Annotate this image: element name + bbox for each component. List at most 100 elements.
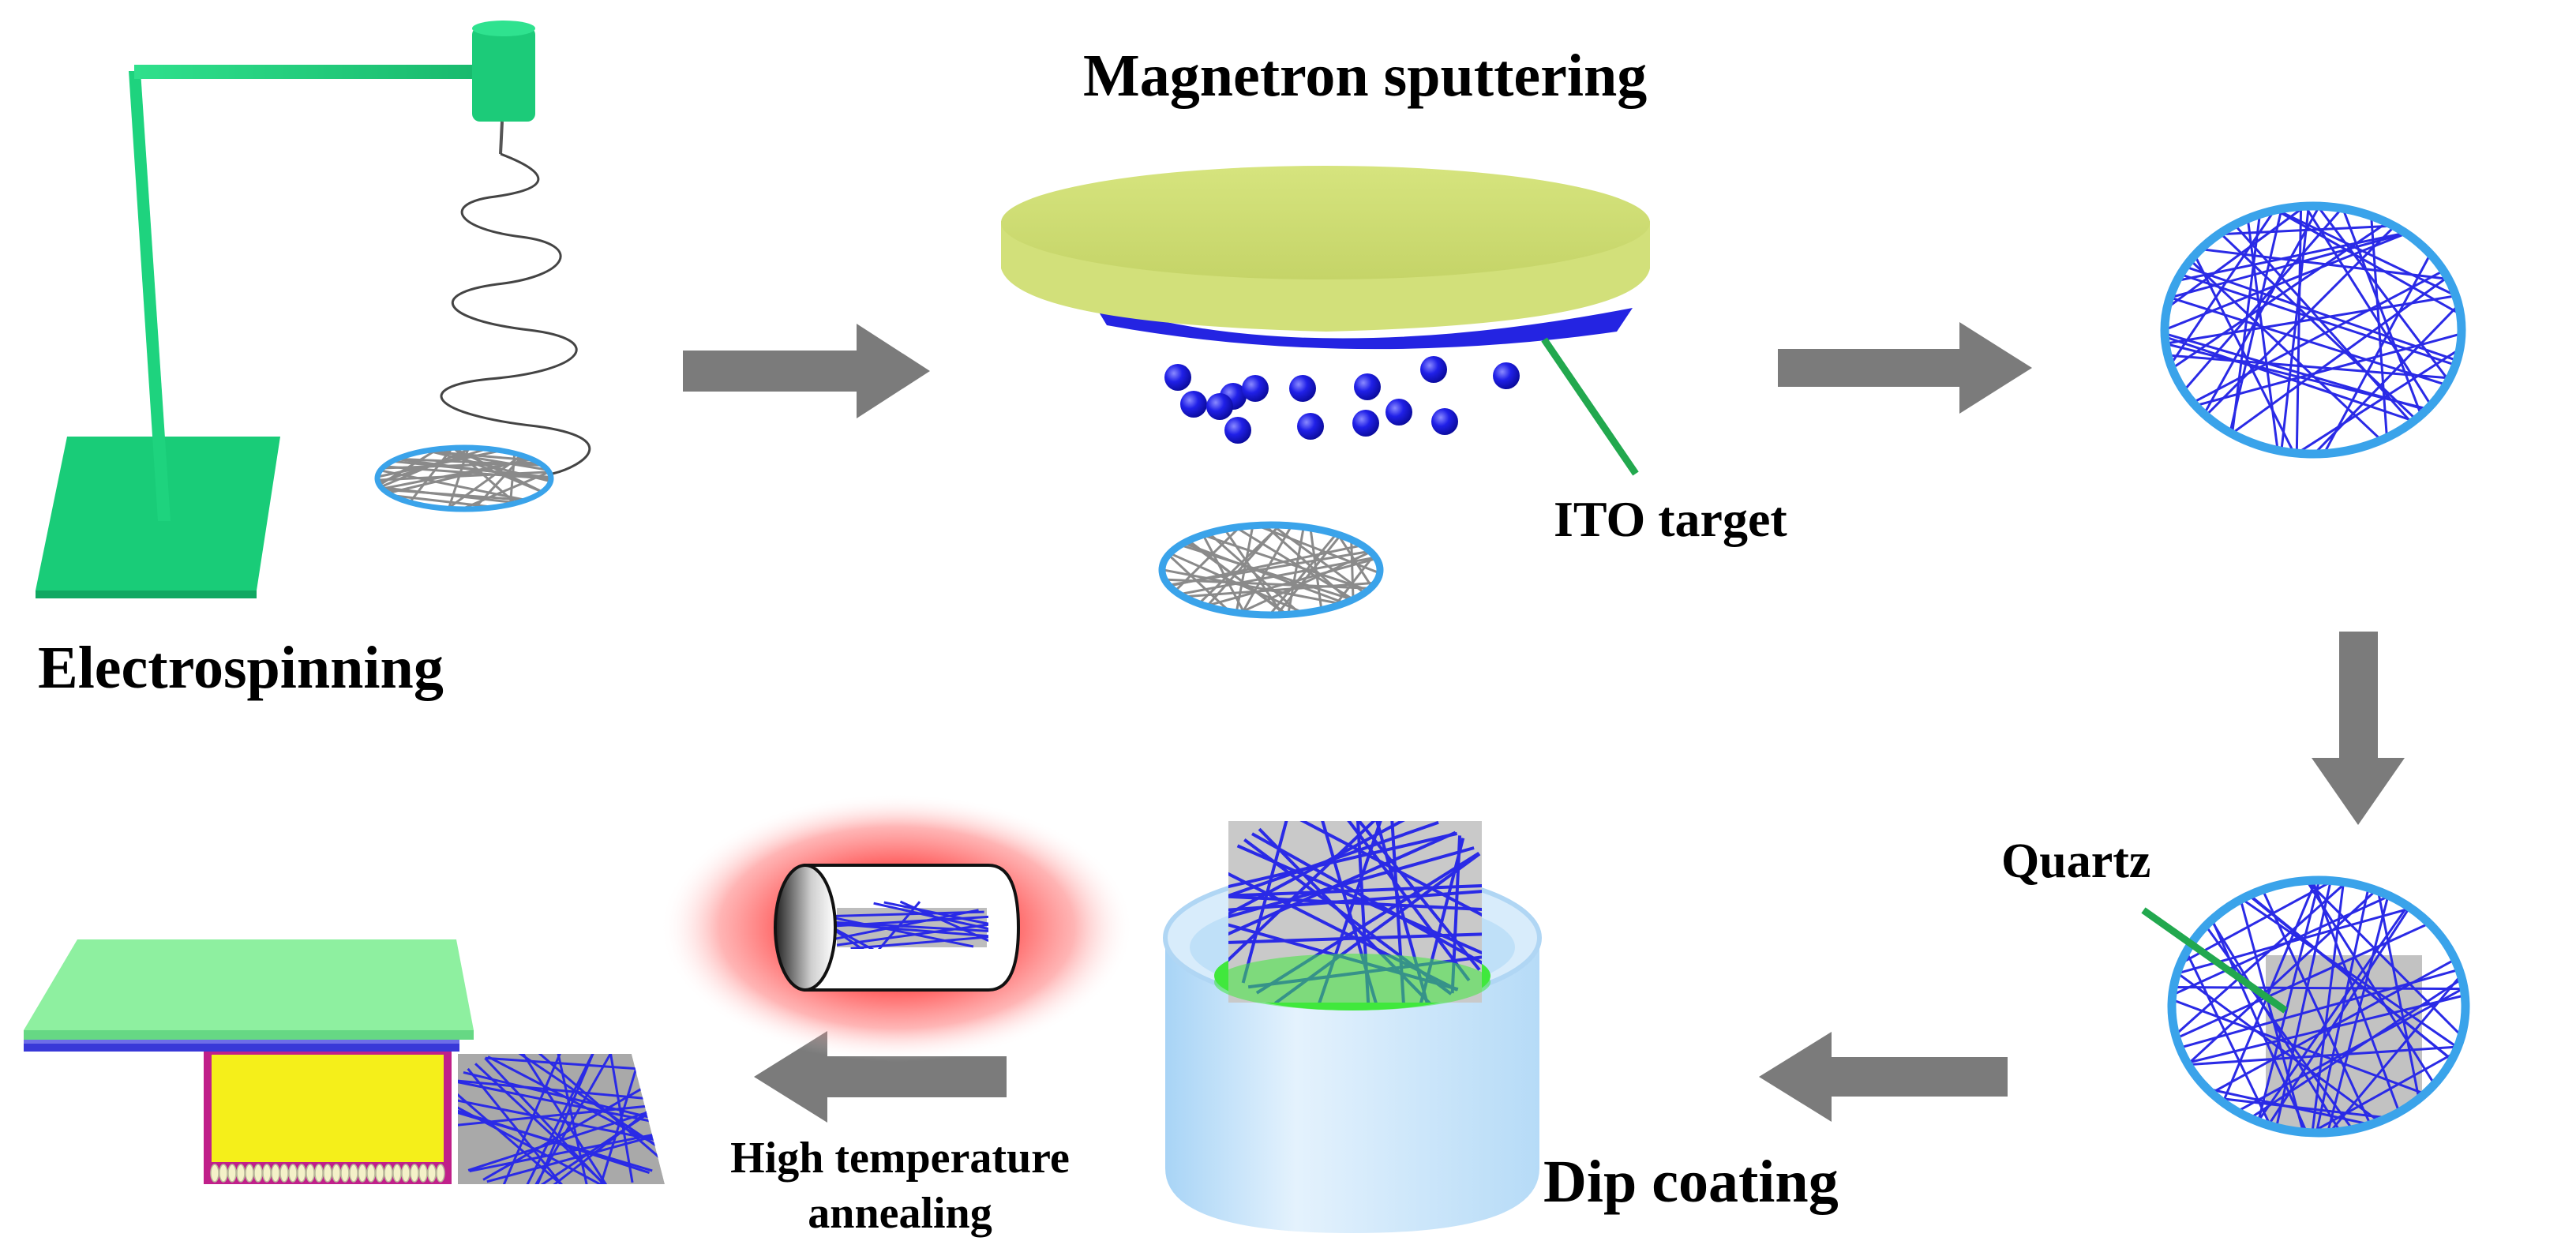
ito-particle bbox=[1354, 373, 1381, 400]
fiber-line bbox=[1258, 525, 1355, 607]
fiber-line bbox=[517, 1054, 611, 1184]
device-pattern-cell bbox=[297, 1164, 306, 1183]
fiber-line bbox=[877, 901, 921, 949]
fiber-line bbox=[2253, 880, 2324, 1133]
device-pattern-cell bbox=[306, 1164, 315, 1183]
fiber-line bbox=[2229, 889, 2465, 1057]
fiber-line bbox=[2225, 214, 2422, 434]
device-pattern-cell bbox=[392, 1164, 402, 1183]
annealing-furnace bbox=[660, 793, 1134, 1062]
fiber-line bbox=[2272, 880, 2335, 1133]
ito-particle bbox=[1242, 375, 1269, 402]
fiber-line bbox=[2179, 249, 2393, 451]
fiber-line bbox=[2172, 880, 2353, 975]
fiber-line bbox=[2312, 880, 2372, 1133]
fiber-line bbox=[1228, 830, 1457, 943]
device-pattern-cell bbox=[418, 1164, 428, 1183]
fiber-line bbox=[501, 1054, 567, 1184]
fiber-line bbox=[449, 448, 519, 508]
fiber-line bbox=[458, 1101, 665, 1128]
ito-particle bbox=[1164, 364, 1191, 391]
fiber-line bbox=[2301, 291, 2462, 454]
device-pattern-cell bbox=[410, 1164, 419, 1183]
fiber-line bbox=[1231, 546, 1379, 615]
fiber-line bbox=[2172, 993, 2440, 1100]
fiber-line bbox=[2219, 268, 2460, 444]
fiber-line bbox=[1180, 535, 1294, 615]
fiber-line bbox=[458, 1104, 650, 1175]
fiber-line bbox=[377, 485, 527, 505]
fiber-line bbox=[1162, 548, 1237, 615]
syringe-body bbox=[472, 27, 535, 122]
fiber-line bbox=[469, 1127, 665, 1173]
device-electrode-strip bbox=[24, 1044, 459, 1052]
fiber-line bbox=[2295, 206, 2303, 454]
collector-ring bbox=[374, 444, 554, 512]
fiber-line bbox=[527, 1054, 665, 1162]
fiber-line bbox=[554, 1054, 591, 1184]
fiber-line bbox=[406, 448, 456, 507]
arrow-down bbox=[2312, 632, 2405, 825]
fiber-line bbox=[2165, 227, 2423, 304]
final-device bbox=[24, 939, 665, 1184]
fiber-line bbox=[2255, 880, 2377, 1133]
fiber-line bbox=[2236, 886, 2308, 1133]
device-pattern-cell bbox=[323, 1164, 332, 1183]
device-pattern-cell bbox=[314, 1164, 324, 1183]
ito-particle bbox=[1352, 410, 1379, 437]
coated-mesh-ring bbox=[2160, 201, 2466, 459]
mesh-on-quartz bbox=[2141, 875, 2470, 1138]
device-pattern-cell bbox=[384, 1164, 393, 1183]
fiber-line bbox=[2336, 206, 2428, 429]
arrow-right-2 bbox=[1778, 322, 2032, 414]
device-pattern-cell bbox=[427, 1164, 437, 1183]
fiber-line bbox=[2172, 985, 2465, 991]
quartz-substrate bbox=[2266, 955, 2422, 1133]
ito-particle bbox=[1385, 399, 1412, 426]
fiber-line bbox=[474, 1063, 613, 1184]
fiber-line bbox=[2294, 880, 2465, 1048]
fiber-line bbox=[2237, 969, 2465, 1128]
label-ito-target: ITO target bbox=[1554, 491, 1787, 547]
ito-particle bbox=[1289, 375, 1316, 402]
fiber-line bbox=[2297, 206, 2440, 418]
fiber-line bbox=[2368, 206, 2390, 452]
label-magnetron-sputtering: Magnetron sputtering bbox=[1083, 43, 1648, 109]
device-top-plate bbox=[24, 939, 474, 1030]
fiber-line bbox=[2229, 206, 2263, 448]
fiber-line bbox=[454, 467, 551, 509]
fiber-line bbox=[2249, 894, 2417, 1133]
fiber-line bbox=[2194, 1094, 2412, 1122]
device-pattern-cell bbox=[253, 1164, 263, 1183]
fiber-line bbox=[2171, 261, 2462, 367]
fiber-line bbox=[2259, 895, 2418, 1133]
fiber-line bbox=[458, 1097, 665, 1145]
device-pattern-cell bbox=[219, 1164, 228, 1183]
fiber-line bbox=[2180, 328, 2462, 411]
fiber-line bbox=[2309, 880, 2347, 1133]
device-pattern-cell bbox=[288, 1164, 298, 1183]
fiber-line bbox=[2184, 1082, 2394, 1131]
device-pattern-cell bbox=[271, 1164, 280, 1183]
label-high-temperature-annealing: High temperature annealing bbox=[730, 1134, 1070, 1238]
needle bbox=[499, 121, 504, 155]
fiber-line bbox=[597, 1059, 640, 1184]
fiber-line bbox=[1221, 525, 1287, 615]
fiber-line bbox=[2165, 339, 2443, 414]
fiber-line bbox=[2259, 206, 2462, 324]
fiber-line bbox=[1228, 821, 1391, 965]
fiber-line bbox=[2165, 206, 2323, 321]
device-pattern-cell bbox=[401, 1164, 411, 1183]
fiber-line bbox=[1272, 530, 1345, 615]
ito-particle bbox=[1206, 393, 1233, 420]
fiber-line bbox=[2165, 227, 2424, 286]
ito-target-plate bbox=[1093, 303, 1633, 350]
fiber-line bbox=[485, 1056, 655, 1071]
tube-opening bbox=[774, 864, 837, 992]
fiber-line bbox=[2172, 962, 2393, 1132]
fiber-line bbox=[2278, 206, 2312, 454]
ito-particle bbox=[1431, 408, 1458, 435]
quartz-mesh-ring bbox=[2167, 875, 2470, 1138]
fiber-line bbox=[850, 935, 988, 949]
